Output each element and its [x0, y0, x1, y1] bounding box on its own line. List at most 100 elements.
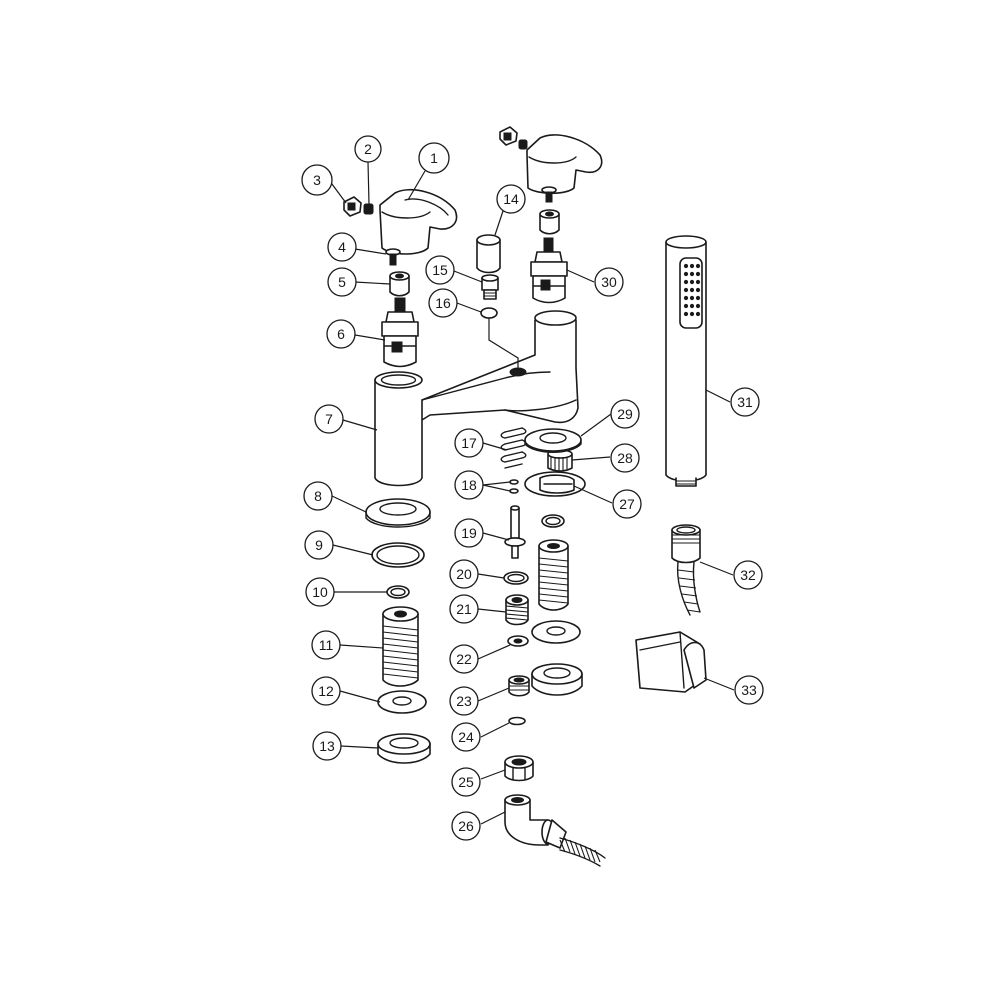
- spray-nozzles: [683, 263, 701, 317]
- callout-label: 31: [737, 394, 753, 410]
- callout-22: 22: [449, 644, 479, 674]
- callout-label: 8: [314, 488, 322, 504]
- callouts: 1 2 3 4 5 6 7 8 9 10 11 12 13 14 15 16 1…: [301, 135, 764, 841]
- callout-17: 17: [454, 428, 484, 458]
- callout-8: 8: [303, 481, 333, 511]
- part-4-screw: [385, 248, 401, 266]
- callout-label: 33: [741, 682, 757, 698]
- part-6-cartridge: [381, 297, 419, 368]
- callout-30: 30: [594, 267, 624, 297]
- part-28-aerator-insert: [547, 449, 573, 472]
- callout-label: 25: [458, 774, 474, 790]
- callout-29: 29: [610, 399, 640, 429]
- parts-drawing: [343, 126, 707, 867]
- callout-20: 20: [449, 559, 479, 589]
- callout-label: 12: [318, 683, 334, 699]
- part-24-o-ring: [508, 716, 526, 726]
- callout-label: 16: [435, 295, 451, 311]
- callout-18: 18: [454, 470, 484, 500]
- callout-19: 19: [454, 518, 484, 548]
- callout-15: 15: [425, 255, 455, 285]
- callout-label: 19: [461, 525, 477, 541]
- part-22-small-washer: [507, 635, 529, 647]
- part-8-washer: [365, 498, 431, 528]
- callout-23: 23: [449, 686, 479, 716]
- callout-16: 16: [428, 288, 458, 318]
- callout-label: 5: [338, 274, 346, 290]
- callout-9: 9: [304, 530, 334, 560]
- callout-32: 32: [733, 560, 763, 590]
- part-17-spring: [500, 427, 527, 469]
- callout-label: 29: [617, 406, 633, 422]
- part-23-hose-adapter: [508, 675, 530, 697]
- callout-label: 30: [601, 274, 617, 290]
- callout-11: 11: [311, 630, 341, 660]
- callout-label: 23: [456, 693, 472, 709]
- part-5-spline-adapter: [389, 271, 410, 297]
- part-32-hose-end: [671, 524, 701, 616]
- callout-label: 4: [338, 239, 346, 255]
- callout-label: 20: [456, 566, 472, 582]
- callout-5: 5: [327, 267, 357, 297]
- callout-31: 31: [730, 387, 760, 417]
- callout-label: 10: [312, 584, 328, 600]
- callout-27: 27: [612, 489, 642, 519]
- callout-24: 24: [451, 722, 481, 752]
- callout-7: 7: [314, 404, 344, 434]
- callout-label: 21: [456, 601, 472, 617]
- part-15-diverter-nut: [481, 274, 499, 300]
- part-25-hex-nut: [504, 755, 534, 782]
- callout-1: 1: [418, 142, 450, 174]
- callout-25: 25: [451, 767, 481, 797]
- callout-33: 33: [734, 675, 764, 705]
- callout-label: 13: [319, 738, 335, 754]
- callout-14: 14: [496, 184, 526, 214]
- callout-label: 22: [456, 651, 472, 667]
- part-26-elbow-connector: [504, 794, 606, 867]
- part-9-gasket-ring: [371, 542, 425, 568]
- callout-label: 11: [319, 637, 334, 653]
- part-7-mixer-body: [374, 310, 579, 487]
- part-18-small-o-rings: [509, 479, 519, 494]
- right-column-fittings: [531, 514, 583, 696]
- part-19-diverter-pin: [504, 505, 526, 559]
- callout-12: 12: [311, 676, 341, 706]
- part-13-back-nut: [377, 733, 431, 764]
- callout-13: 13: [312, 731, 342, 761]
- callout-label: 9: [315, 537, 323, 553]
- callout-label: 6: [337, 326, 345, 342]
- part-2-grub-screw: [363, 203, 374, 215]
- part-12-washer: [377, 690, 427, 714]
- leader-lines: [328, 161, 735, 825]
- callout-label: 26: [458, 818, 474, 834]
- callout-label: 1: [430, 150, 438, 166]
- callout-label: 3: [313, 172, 321, 188]
- part-1-lever-handle: [379, 189, 458, 255]
- callout-label: 18: [461, 477, 477, 493]
- callout-26: 26: [451, 811, 481, 841]
- part-14-sleeve: [476, 234, 501, 274]
- callout-2: 2: [354, 135, 382, 163]
- part-30-cartridge: [530, 237, 568, 304]
- part-27-aerator-housing: [524, 471, 586, 497]
- callout-label: 24: [458, 729, 474, 745]
- callout-label: 32: [740, 567, 756, 583]
- callout-28: 28: [610, 443, 640, 473]
- callout-4: 4: [327, 232, 357, 262]
- callout-10: 10: [305, 577, 335, 607]
- callout-21: 21: [449, 594, 479, 624]
- callout-3: 3: [301, 164, 333, 196]
- part-10-o-ring: [386, 585, 410, 599]
- part-31-shower-handset: [665, 235, 707, 487]
- part-16-o-ring: [480, 307, 519, 368]
- part-29-shroud: [524, 428, 582, 453]
- callout-label: 2: [364, 141, 372, 157]
- part-3-index-cap: [343, 196, 362, 217]
- part-20-o-ring: [503, 571, 529, 585]
- callout-label: 7: [325, 411, 333, 427]
- part-21-threaded-bush: [505, 594, 529, 626]
- callout-label: 28: [617, 450, 633, 466]
- part-33-wall-bracket: [635, 631, 707, 693]
- callout-label: 17: [461, 435, 477, 451]
